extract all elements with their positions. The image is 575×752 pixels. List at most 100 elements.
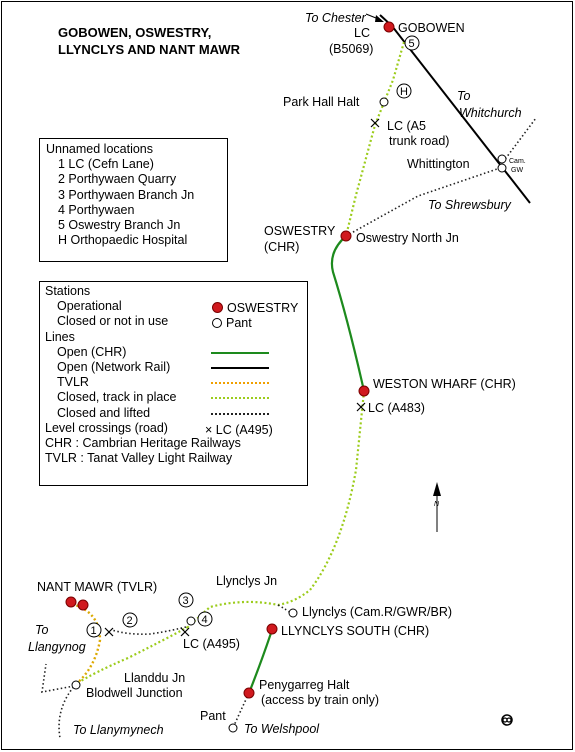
legend-chr-note: CHR : Cambrian Heritage Railways bbox=[45, 436, 241, 451]
marker-5-label: 5 bbox=[409, 38, 415, 50]
network-rail-swatch bbox=[211, 367, 269, 370]
legend-operational-example: OSWESTRY bbox=[227, 301, 299, 316]
label-lc-b5069-1: LC bbox=[354, 26, 370, 40]
label-oswestry-north: Oswestry North Jn bbox=[356, 231, 459, 245]
label-to-welshpool: To Welshpool bbox=[244, 722, 320, 736]
chr-line-oswestry-weston bbox=[330, 235, 366, 392]
label-llanddu-2: Blodwell Junction bbox=[86, 686, 183, 700]
label-to-llangynog-1: To bbox=[35, 623, 48, 637]
map-legend: Stations Operational OSWESTRY Closed or … bbox=[39, 281, 308, 486]
label-pant: Pant bbox=[200, 709, 226, 723]
label-park-hall: Park Hall Halt bbox=[283, 95, 360, 109]
legend-row-open-chr: Open (CHR) bbox=[45, 345, 307, 360]
map-title-line-1: GOBOWEN, OSWESTRY, bbox=[58, 25, 211, 40]
legend-tvlr-label: TVLR bbox=[57, 375, 89, 390]
marker-h-label: H bbox=[400, 86, 408, 98]
north-label: N bbox=[434, 501, 440, 508]
label-cam-2: GW bbox=[511, 167, 523, 174]
label-to-llanymynech: To Llanymynech bbox=[73, 723, 164, 737]
legend-stations-heading: Stations bbox=[45, 284, 91, 298]
label-to-whitchurch-1: To bbox=[457, 89, 470, 103]
lifted-swatch bbox=[211, 412, 269, 415]
legend-level-crossing-example: LC (A495) bbox=[215, 422, 273, 437]
station-pant bbox=[228, 723, 238, 733]
marker-2-label: 2 bbox=[127, 615, 133, 627]
station-gobowen bbox=[383, 21, 395, 33]
key-item: H Orthopaedic Hospital bbox=[58, 233, 188, 248]
lifted-line-porthywaen-quarry bbox=[111, 626, 187, 635]
label-to-chester: To Chester bbox=[305, 11, 367, 25]
marker-1-label: 1 bbox=[91, 625, 97, 637]
lifted-line-llangynog bbox=[41, 663, 75, 693]
key-item: 5 Oswestry Branch Jn bbox=[58, 218, 181, 233]
marker-h-circle bbox=[396, 83, 412, 99]
station-whittington-top bbox=[497, 154, 507, 164]
chr-line-llynclys-pant bbox=[247, 629, 274, 694]
station-penygarreg bbox=[243, 687, 255, 699]
level-crossing-a5 bbox=[370, 118, 380, 128]
level-crossing-a483 bbox=[356, 402, 366, 412]
legend-level-crossings-label: Level crossings (road) bbox=[45, 420, 168, 435]
label-lc-a5-2: trunk road) bbox=[389, 134, 449, 148]
level-crossing-icon: × bbox=[205, 422, 213, 437]
marker-2-circle bbox=[122, 612, 138, 628]
key-item: 1 LC (Cefn Lane) bbox=[58, 157, 154, 172]
station-nant-mawr-1 bbox=[65, 596, 77, 608]
legend-tvlr-note: TVLR : Tanat Valley Light Railway bbox=[45, 451, 233, 466]
legend-closed-symbol: Pant bbox=[212, 316, 252, 331]
legend-row-level-crossings: Level crossings (road) × LC (A495) bbox=[45, 420, 307, 438]
key-item: 3 Porthywaen Branch Jn bbox=[58, 187, 195, 202]
legend-closed-label: Closed or not in use bbox=[57, 314, 169, 329]
legend-open-nr-label: Open (Network Rail) bbox=[57, 360, 171, 375]
legend-closed-example: Pant bbox=[226, 316, 252, 331]
label-to-whitchurch-2: Whitchurch bbox=[459, 106, 522, 120]
key-heading: Unnamed locations bbox=[46, 142, 154, 156]
station-porthywaen bbox=[186, 616, 196, 626]
legend-closed-track-label: Closed, track in place bbox=[57, 390, 177, 405]
label-to-llangynog-2: Llangynog bbox=[28, 640, 86, 654]
label-penygarreg-2: (access by train only) bbox=[261, 693, 379, 707]
label-nant-mawr: NANT MAWR (TVLR) bbox=[37, 580, 157, 594]
chester-arrow-icon bbox=[365, 13, 384, 22]
label-oswestry-1: OSWESTRY bbox=[264, 224, 336, 238]
lifted-line-llynclys-jn bbox=[277, 604, 293, 615]
tvlr-swatch bbox=[211, 382, 269, 385]
label-oswestry-2: (CHR) bbox=[264, 240, 299, 254]
lifted-line-pant bbox=[232, 692, 250, 729]
north-arrow-icon bbox=[433, 482, 441, 532]
station-blodwell bbox=[71, 680, 81, 690]
label-cam-1: Cam. bbox=[509, 158, 526, 165]
station-weston-wharf bbox=[358, 385, 370, 397]
key-item: 4 Porthywaen bbox=[58, 202, 135, 217]
chr-line-swatch bbox=[211, 351, 269, 354]
station-llynclys bbox=[288, 608, 298, 618]
label-to-shrewsbury: To Shrewsbury bbox=[428, 198, 512, 212]
label-weston-wharf: WESTON WHARF (CHR) bbox=[373, 377, 516, 391]
marker-3-circle bbox=[178, 592, 194, 608]
legend-closed-lifted-label: Closed and lifted bbox=[57, 405, 151, 420]
station-whittington-bottom bbox=[497, 163, 507, 173]
lifted-line-whitchurch bbox=[502, 117, 537, 163]
label-gobowen: GOBOWEN bbox=[398, 21, 465, 35]
legend-row-operational: Operational OSWESTRY bbox=[45, 299, 307, 316]
marker-3-label: 3 bbox=[183, 595, 189, 607]
tvlr-track-overlay bbox=[71, 603, 101, 685]
label-llynclys-jn: Llynclys Jn bbox=[216, 574, 277, 588]
legend-operational-label: Operational bbox=[57, 299, 122, 314]
label-llanddu-1: Llanddu Jn bbox=[124, 671, 185, 685]
label-lc-a495: LC (A495) bbox=[183, 637, 240, 651]
marker-1-circle bbox=[86, 622, 102, 638]
marker-4-label: 4 bbox=[202, 614, 208, 626]
level-crossing-cefn-lane bbox=[104, 627, 114, 637]
label-whittington: Whittington bbox=[407, 157, 470, 171]
station-park-hall bbox=[379, 97, 389, 107]
marker-5-circle bbox=[404, 35, 420, 51]
legend-row-closed-track: Closed, track in place bbox=[45, 390, 307, 405]
station-llynclys-south bbox=[266, 623, 278, 635]
track-in-place-porthywaen-blodwell bbox=[75, 626, 189, 685]
legend-row-closed: Closed or not in use Pant bbox=[45, 314, 307, 331]
legend-operational-symbol: OSWESTRY bbox=[212, 301, 298, 316]
key-item: 2 Porthywaen Quarry bbox=[58, 172, 177, 187]
legend-level-crossing-symbol: × LC (A495) bbox=[205, 423, 273, 438]
